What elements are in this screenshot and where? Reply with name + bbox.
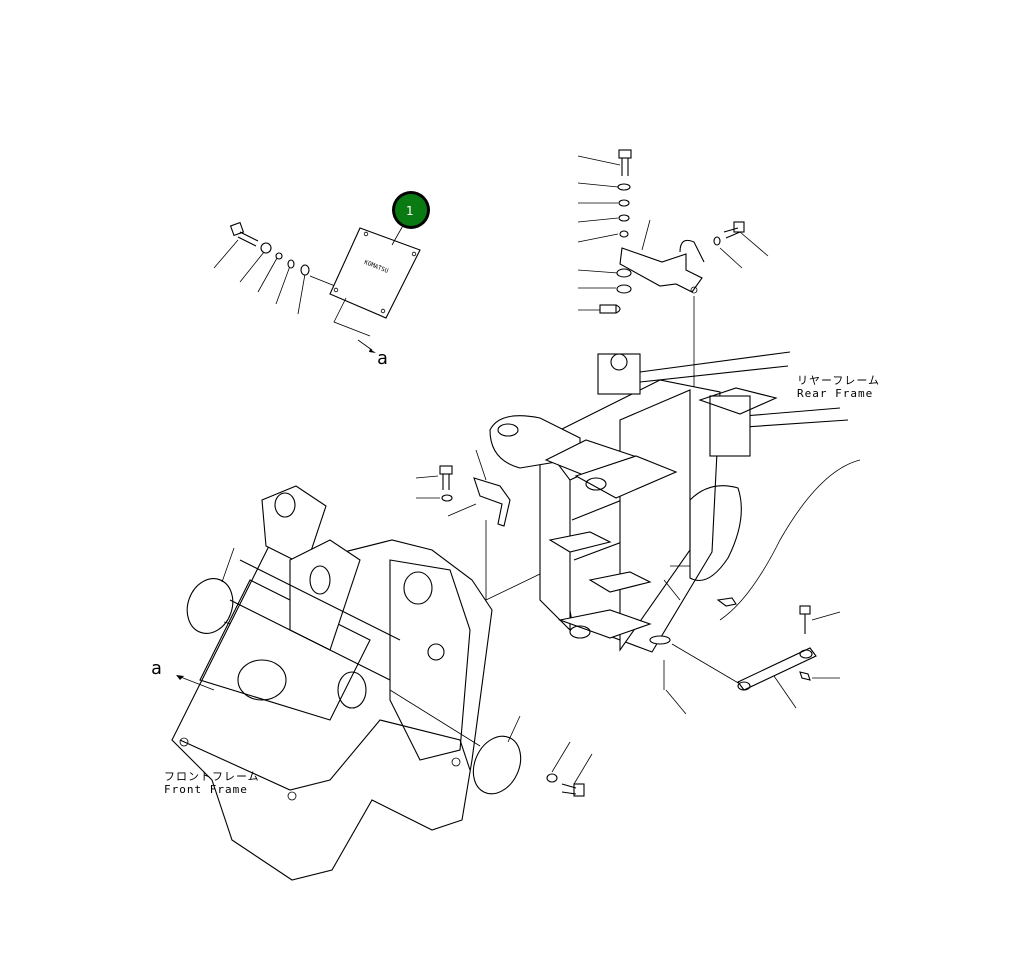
marker-a-top: a [377,348,388,369]
bolt-icon [229,221,259,247]
washer-icon [260,242,272,254]
bracket-fastener-stack [577,149,769,400]
washer-icon [546,773,558,783]
washer-icon [616,268,632,278]
bolt-icon [618,149,632,176]
rear-frame-label-jp: リヤーフレーム [797,374,880,387]
washer-icon [441,494,453,502]
washer-icon [618,214,630,222]
marker-a-left: a [151,658,162,679]
callout-number: 1 [406,204,414,218]
cover-plate-icon [186,578,234,634]
front-frame-label-jp: フロントフレーム [164,770,260,783]
washer-icon [287,259,295,269]
bolt-icon [561,783,585,797]
front-frame-label-en: Front Frame [164,783,248,796]
bolt-icon [439,465,453,490]
washer-icon [619,230,629,238]
washer-icon [618,199,630,207]
washer-icon [275,252,283,260]
clip-icon [599,304,621,314]
bolt-icon [799,605,811,634]
callout-1[interactable]: 1 [392,191,430,229]
washer-icon [616,284,632,294]
front-frame: a フロントフレーム Front Frame [151,485,593,881]
nameplate-icon: KOMATSU [329,227,421,319]
washer-icon [300,264,310,276]
nameplate-assembly: KOMATSU a [213,221,421,369]
rear-frame: リヤーフレーム Rear Frame [415,351,880,715]
bolt-icon [713,221,745,246]
callout-circle [395,194,427,226]
rear-frame-label-en: Rear Frame [797,387,873,400]
washer-icon [617,183,631,191]
bracket-icon [619,219,705,294]
